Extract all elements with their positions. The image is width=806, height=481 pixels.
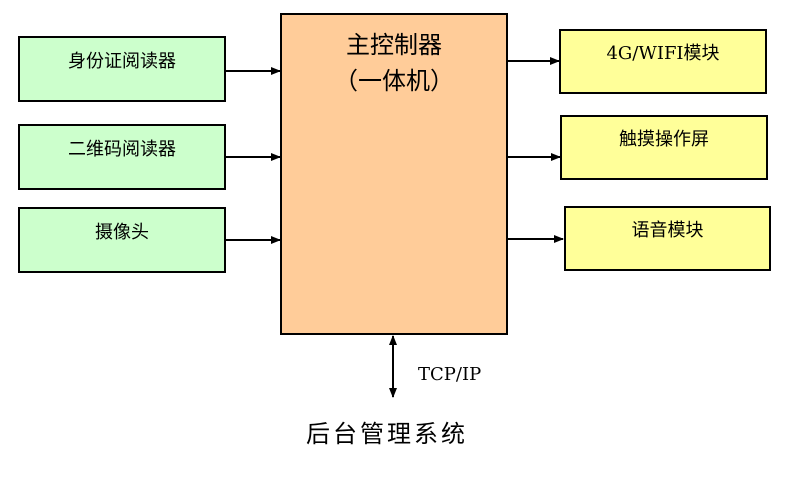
id-card-reader-box: 身份证阅读器 (18, 36, 226, 102)
4g-wifi-module-box: 4G/WIFI模块 (559, 29, 767, 94)
main-controller-box: 主控制器 （一体机） (280, 13, 508, 335)
camera-label: 摄像头 (95, 222, 149, 243)
4g-wifi-module-label: 4G/WIFI模块 (606, 43, 720, 64)
backend-system-label: 后台管理系统 (306, 420, 468, 448)
qr-code-reader-label: 二维码阅读器 (68, 139, 176, 160)
id-card-reader-label: 身份证阅读器 (68, 51, 176, 72)
touch-screen-box: 触摸操作屏 (560, 115, 768, 180)
touch-screen-label: 触摸操作屏 (619, 129, 709, 150)
main-controller-subtitle: （一体机） (334, 67, 454, 95)
voice-module-label: 语音模块 (631, 220, 704, 241)
camera-box: 摄像头 (18, 207, 226, 273)
voice-module-box: 语音模块 (564, 206, 771, 271)
main-controller-title: 主控制器 (346, 31, 442, 59)
qr-code-reader-box: 二维码阅读器 (18, 124, 226, 190)
tcp-ip-label: TCP/IP (418, 364, 482, 385)
